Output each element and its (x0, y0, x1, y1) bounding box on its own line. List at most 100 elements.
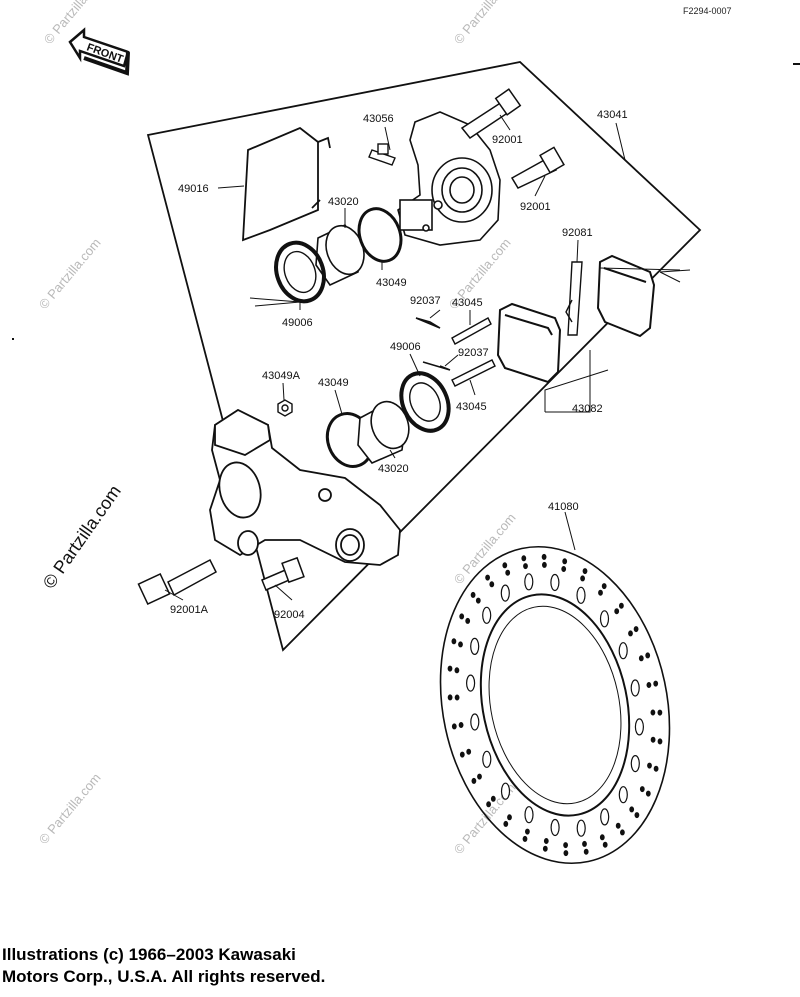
clip-92037-top (415, 317, 441, 329)
disc-hole (615, 822, 621, 829)
disc-hole (475, 597, 481, 604)
disc-hole (639, 786, 645, 793)
disc-hole (447, 665, 453, 672)
disc-hole (466, 748, 472, 755)
disc-hole (628, 630, 633, 637)
disc-hole (638, 655, 644, 662)
watermark: © Partzilla.com (451, 0, 519, 47)
seal-43049-top (357, 207, 403, 263)
disc-hole (541, 553, 547, 560)
part-label-43045: 43045 (452, 297, 483, 309)
part-label-92037: 92037 (410, 295, 441, 307)
disc-hole (471, 777, 477, 784)
disc-hole (633, 626, 639, 633)
disc-hole (524, 573, 534, 591)
disc-hole (618, 642, 628, 660)
pad-pin-43045-top (451, 317, 492, 345)
disc-hole (486, 801, 492, 808)
part-label-41080: 41080 (548, 501, 579, 513)
part-label-43049A: 43049A (262, 370, 301, 382)
disc-hole (618, 786, 628, 804)
disc-hole (524, 806, 534, 824)
disc-hole (601, 583, 607, 590)
piston-43020-mid (357, 400, 410, 464)
part-label-92004: 92004 (274, 609, 305, 621)
edge-mark (793, 63, 800, 65)
disc-hole (525, 828, 530, 835)
disc-hole (500, 584, 510, 602)
part-label-49016: 49016 (178, 183, 209, 195)
disc-hole (454, 667, 460, 674)
part-label-49006: 49006 (390, 341, 421, 353)
part-label-43056: 43056 (363, 113, 394, 125)
brake-disc-41080 (439, 545, 671, 865)
disc-hole (619, 602, 624, 609)
watermark: © Partzilla.com (36, 235, 104, 312)
clip-92037-mid (422, 361, 451, 371)
pad-spring-92081 (565, 261, 583, 336)
part-label-92001: 92001 (520, 201, 551, 213)
disc-hole (645, 652, 651, 659)
disc-holes (447, 553, 663, 857)
disc-hole (500, 782, 511, 800)
disc-hole (447, 694, 453, 701)
disc-hole (653, 765, 659, 772)
front-arrow: FRONT (68, 27, 130, 76)
disc-hole (563, 842, 568, 849)
disc-hole (634, 812, 640, 819)
disc-hole (454, 694, 460, 701)
disc-hole (550, 573, 560, 592)
disc-hole (630, 679, 640, 697)
disc-hole (600, 808, 610, 826)
caliper-lower-half (209, 408, 401, 566)
disc-hole (602, 841, 608, 848)
disc-hole (582, 840, 587, 847)
disc-hole (657, 738, 663, 745)
disc-hole (543, 837, 549, 844)
watermark: © Partzilla.com (36, 770, 104, 847)
bolt-92001-lower (510, 146, 565, 189)
disc-hole (620, 829, 625, 836)
disc-hole (451, 723, 457, 730)
shim-49016 (242, 126, 331, 242)
part-label-43041: 43041 (597, 109, 628, 121)
disc-hole (470, 591, 476, 598)
disc-hole (523, 563, 528, 570)
disc-hole (521, 555, 527, 562)
disc-hole (489, 581, 495, 588)
part-label-92037: 92037 (458, 347, 489, 359)
disc-hole (580, 575, 585, 582)
disc-hole (629, 806, 635, 813)
disc-hole (542, 561, 547, 568)
disc-hole (650, 736, 656, 743)
disc-hole (477, 773, 482, 780)
disc-hole (599, 834, 605, 841)
part-label-49006: 49006 (282, 317, 313, 329)
disc-hole (466, 674, 476, 692)
disc-hole (599, 610, 610, 628)
leader-lines (164, 114, 691, 601)
disc-hole (470, 713, 480, 731)
disc-hole (470, 637, 480, 656)
disc-hole (550, 818, 560, 837)
disc-hole (650, 709, 656, 716)
part-label-43049: 43049 (318, 377, 349, 389)
dust-seal-49006-top (274, 240, 326, 304)
disc-hole (542, 845, 548, 852)
disc-hole (630, 754, 640, 773)
part-label-43049: 43049 (376, 277, 407, 289)
disc-hole (646, 681, 652, 688)
disc-hole (522, 835, 528, 842)
part-label-43082: 43082 (572, 403, 603, 415)
bolt-92004 (261, 556, 305, 591)
caliper-upper-half (397, 111, 501, 246)
disc-hole (458, 721, 464, 728)
part-label-92001A: 92001A (170, 604, 209, 616)
disc-hole (451, 638, 457, 645)
disc-hole (458, 641, 463, 648)
disc-hole (576, 819, 586, 837)
part-labels: 43041 92001 92001 43056 49016 43020 4304… (170, 109, 628, 621)
part-label-43020: 43020 (378, 463, 409, 475)
watermark: © Partzilla.com (39, 481, 125, 592)
